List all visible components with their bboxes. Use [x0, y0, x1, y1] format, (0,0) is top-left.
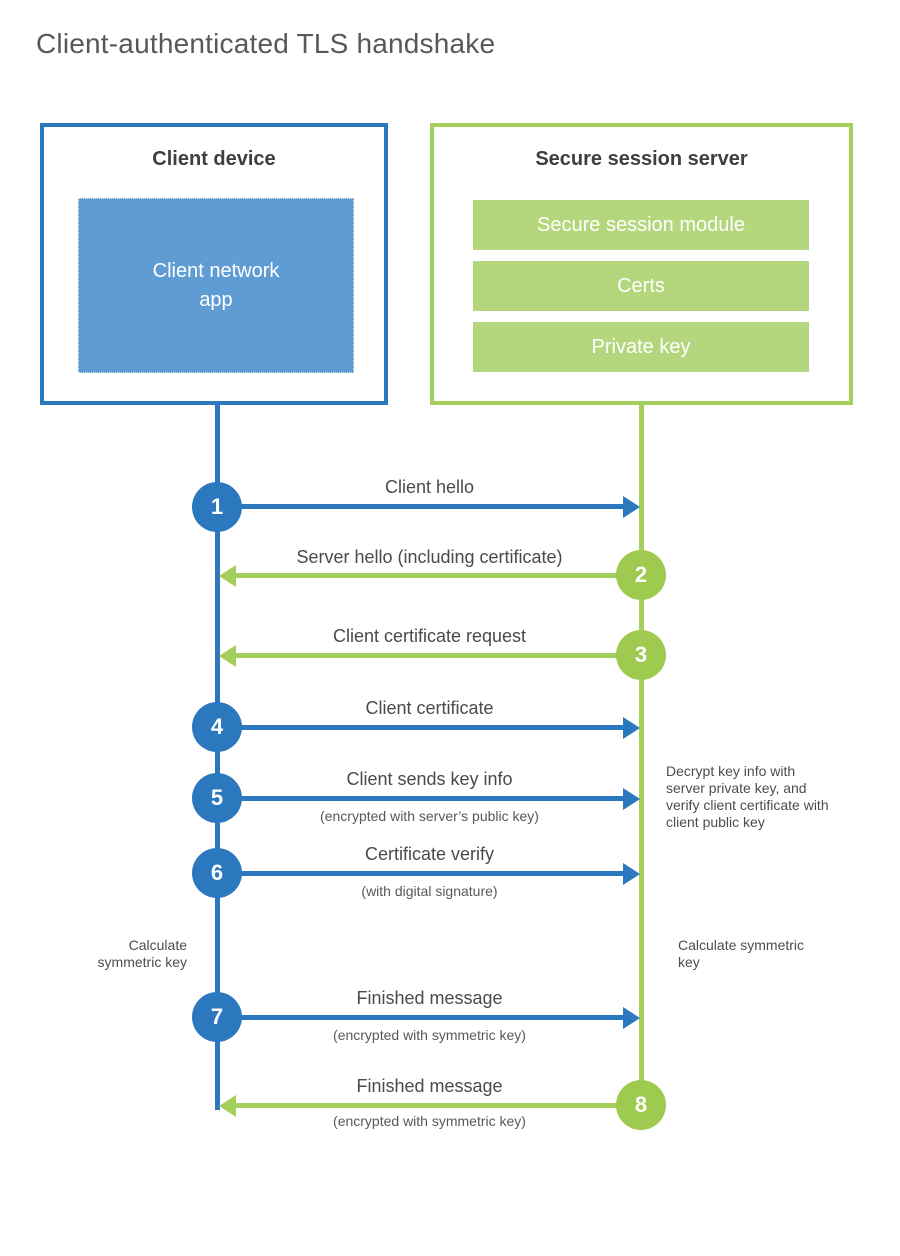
note-decrypt-key-info: Decrypt key info with server private key…: [666, 763, 829, 830]
step-badge-3: 3: [616, 630, 666, 680]
message-arrow-8: [219, 1094, 642, 1117]
message-label-7: Finished message: [356, 988, 503, 1008]
client-network-app-box: Client network app: [78, 198, 354, 373]
message-label-4: Client certificate: [365, 698, 494, 718]
server-module-bar-certs: Certs: [473, 261, 809, 311]
message-arrow-7: [217, 1006, 640, 1029]
client-device-title: Client device: [152, 148, 276, 170]
arrowhead-right-icon: [623, 1006, 640, 1029]
arrowhead-left-icon: [219, 644, 236, 667]
note-calculate-client: Calculate symmetric key: [97, 937, 187, 970]
message-label-3: Client certificate request: [332, 626, 527, 646]
message-sublabel-5: (encrypted with server’s public key): [320, 808, 539, 824]
server-module-bar-secure-session-module: Secure session module: [473, 200, 809, 250]
secure-session-server-title: Secure session server: [535, 148, 748, 170]
arrowhead-right-icon: [623, 862, 640, 885]
message-arrow-1: [217, 495, 640, 518]
message-arrow-4: [217, 716, 640, 739]
client-network-app-label: Client network app: [152, 259, 280, 311]
step-badge-1: 1: [192, 482, 242, 532]
step-badge-8: 8: [616, 1080, 666, 1130]
note-calculate-server: Calculate symmetric key: [678, 937, 805, 970]
arrowhead-right-icon: [623, 787, 640, 810]
step-badge-6: 6: [192, 848, 242, 898]
server-module-bar-private-key: Private key: [473, 322, 809, 372]
message-label-5: Client sends key info: [346, 769, 513, 789]
step-badge-7: 7: [192, 992, 242, 1042]
message-arrow-2: [219, 564, 642, 587]
client-lifeline: [215, 404, 220, 1110]
arrowhead-right-icon: [623, 495, 640, 518]
page-title: Client-authenticated TLS handshake: [36, 28, 496, 59]
message-arrow-3: [219, 644, 642, 667]
message-sublabel-6: (with digital signature): [361, 883, 498, 899]
arrowhead-left-icon: [219, 564, 236, 587]
message-label-8: Finished message: [356, 1076, 503, 1096]
arrowhead-left-icon: [219, 1094, 236, 1117]
arrowhead-right-icon: [623, 716, 640, 739]
message-label-2: Server hello (including certificate): [296, 547, 563, 567]
message-label-1: Client hello: [384, 477, 475, 497]
server-lifeline: [639, 404, 644, 1105]
step-badge-5: 5: [192, 773, 242, 823]
message-arrow-6: [217, 862, 640, 885]
message-sublabel-7: (encrypted with symmetric key): [333, 1027, 526, 1043]
message-arrow-5: [217, 787, 640, 810]
step-badge-4: 4: [192, 702, 242, 752]
message-sublabel-8: (encrypted with symmetric key): [333, 1113, 526, 1129]
message-label-6: Certificate verify: [364, 844, 495, 864]
step-badge-2: 2: [616, 550, 666, 600]
